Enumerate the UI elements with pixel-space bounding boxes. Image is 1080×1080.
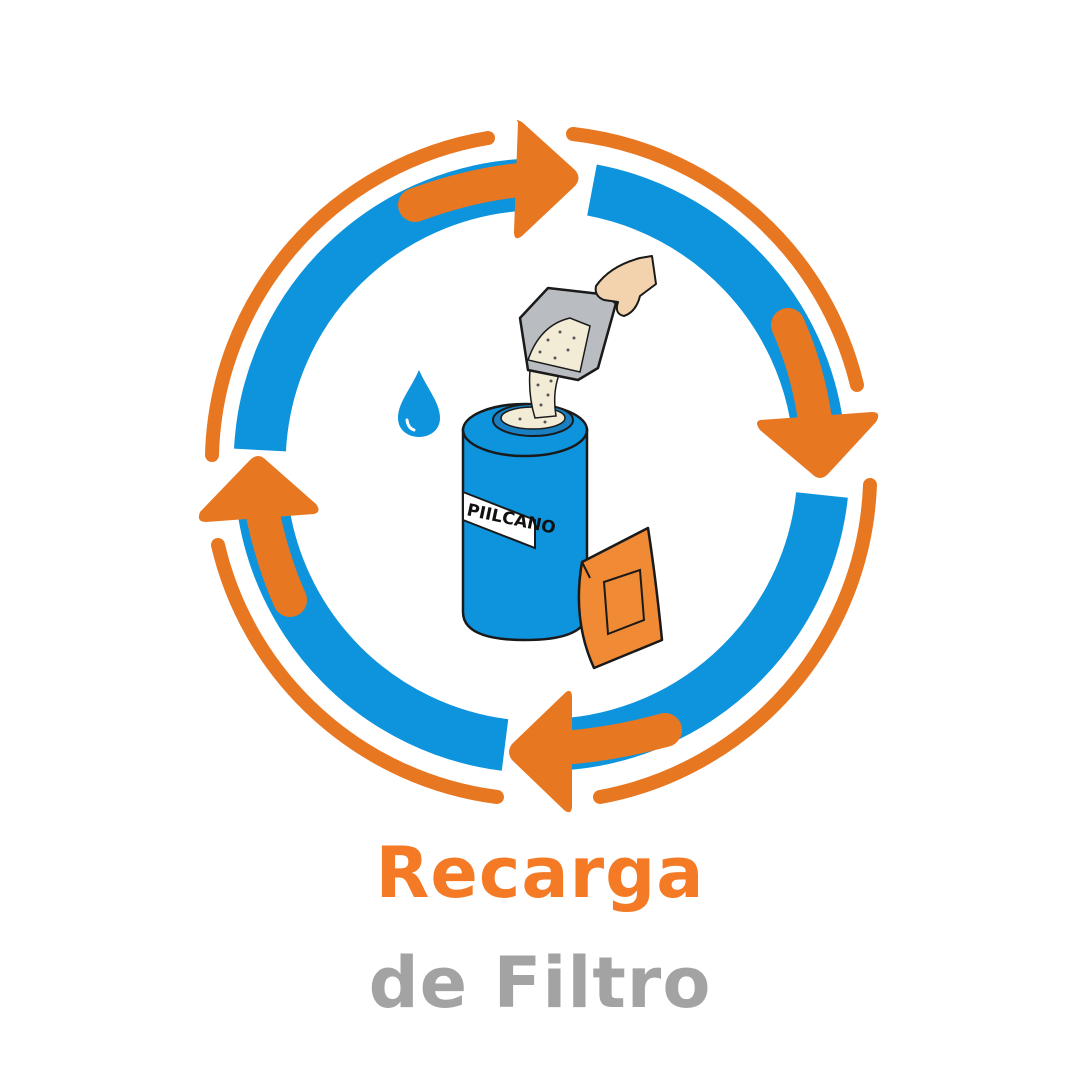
- water-drop-icon: [398, 370, 440, 437]
- media-bag-icon: [577, 526, 664, 670]
- scoop-icon: [518, 286, 644, 382]
- arrow-bottom-icon: [509, 690, 682, 813]
- hand-icon: [594, 255, 657, 317]
- orange-outer-ring: [205, 127, 877, 804]
- arrow-left-icon: [198, 456, 319, 617]
- filter-media-stream: [518, 369, 562, 424]
- arrow-right-icon: [757, 308, 879, 478]
- title-de-filtro: de Filtro: [368, 942, 712, 1024]
- filter-tank-icon: PIILCANO: [461, 402, 589, 642]
- arrow-top-icon: [398, 120, 579, 239]
- recharge-cycle-graphic: PIILCANO: [198, 120, 879, 813]
- title-recarga: Recarga: [375, 832, 705, 914]
